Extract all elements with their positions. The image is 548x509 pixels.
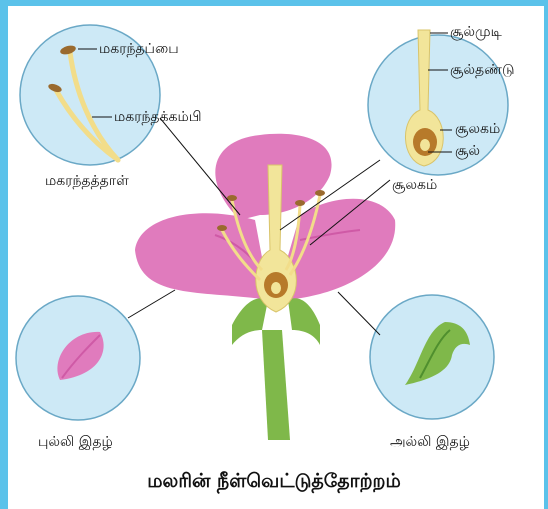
stamen-label: மகரந்தத்தாள் bbox=[45, 173, 129, 191]
anther-label: மகரந்தப்பை bbox=[99, 41, 179, 59]
petal-detail-circle bbox=[370, 295, 494, 419]
petal-label: அல்லி இதழ் bbox=[390, 434, 470, 452]
pistil-detail-circle bbox=[368, 30, 508, 175]
diagram-caption: மலரின் நீள்வெட்டுத்தோற்றம் bbox=[0, 470, 548, 495]
filament-label: மகரந்தக்கம்பி bbox=[114, 109, 202, 127]
pistil-label: சூலகம் bbox=[392, 177, 437, 195]
sepal-label: புல்லி இதழ் bbox=[38, 434, 113, 452]
main-flower bbox=[135, 134, 395, 440]
ovule-label: சூல் bbox=[455, 143, 480, 161]
sepal-detail-circle bbox=[16, 296, 140, 420]
style-label: சூல்தண்டு bbox=[450, 62, 514, 80]
ovary-label: சூலகம் bbox=[455, 121, 500, 139]
stigma-label: சூல்முடி bbox=[450, 24, 502, 42]
